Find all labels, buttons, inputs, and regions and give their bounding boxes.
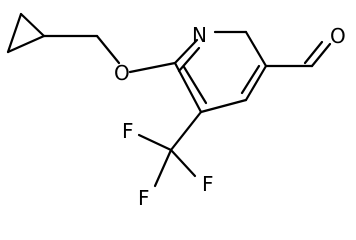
aldehyde-oxygen-label: O [330, 24, 346, 48]
nitrogen-atom-label: N [192, 23, 207, 47]
trifluoromethyl-group [137, 110, 203, 188]
fluorine-label-3: F [138, 186, 150, 210]
ether-oxygen-label: O [114, 61, 130, 85]
methylene-linker [42, 34, 121, 65]
chemical-structure: N O O F F F [6, 12, 346, 210]
cyclopropyl-ring [6, 12, 46, 54]
ether-bond [128, 61, 177, 74]
fluorine-label-1: F [122, 119, 134, 143]
pyridine-ring [173, 30, 268, 114]
aldehyde-group [264, 40, 332, 68]
fluorine-label-2: F [202, 172, 214, 196]
